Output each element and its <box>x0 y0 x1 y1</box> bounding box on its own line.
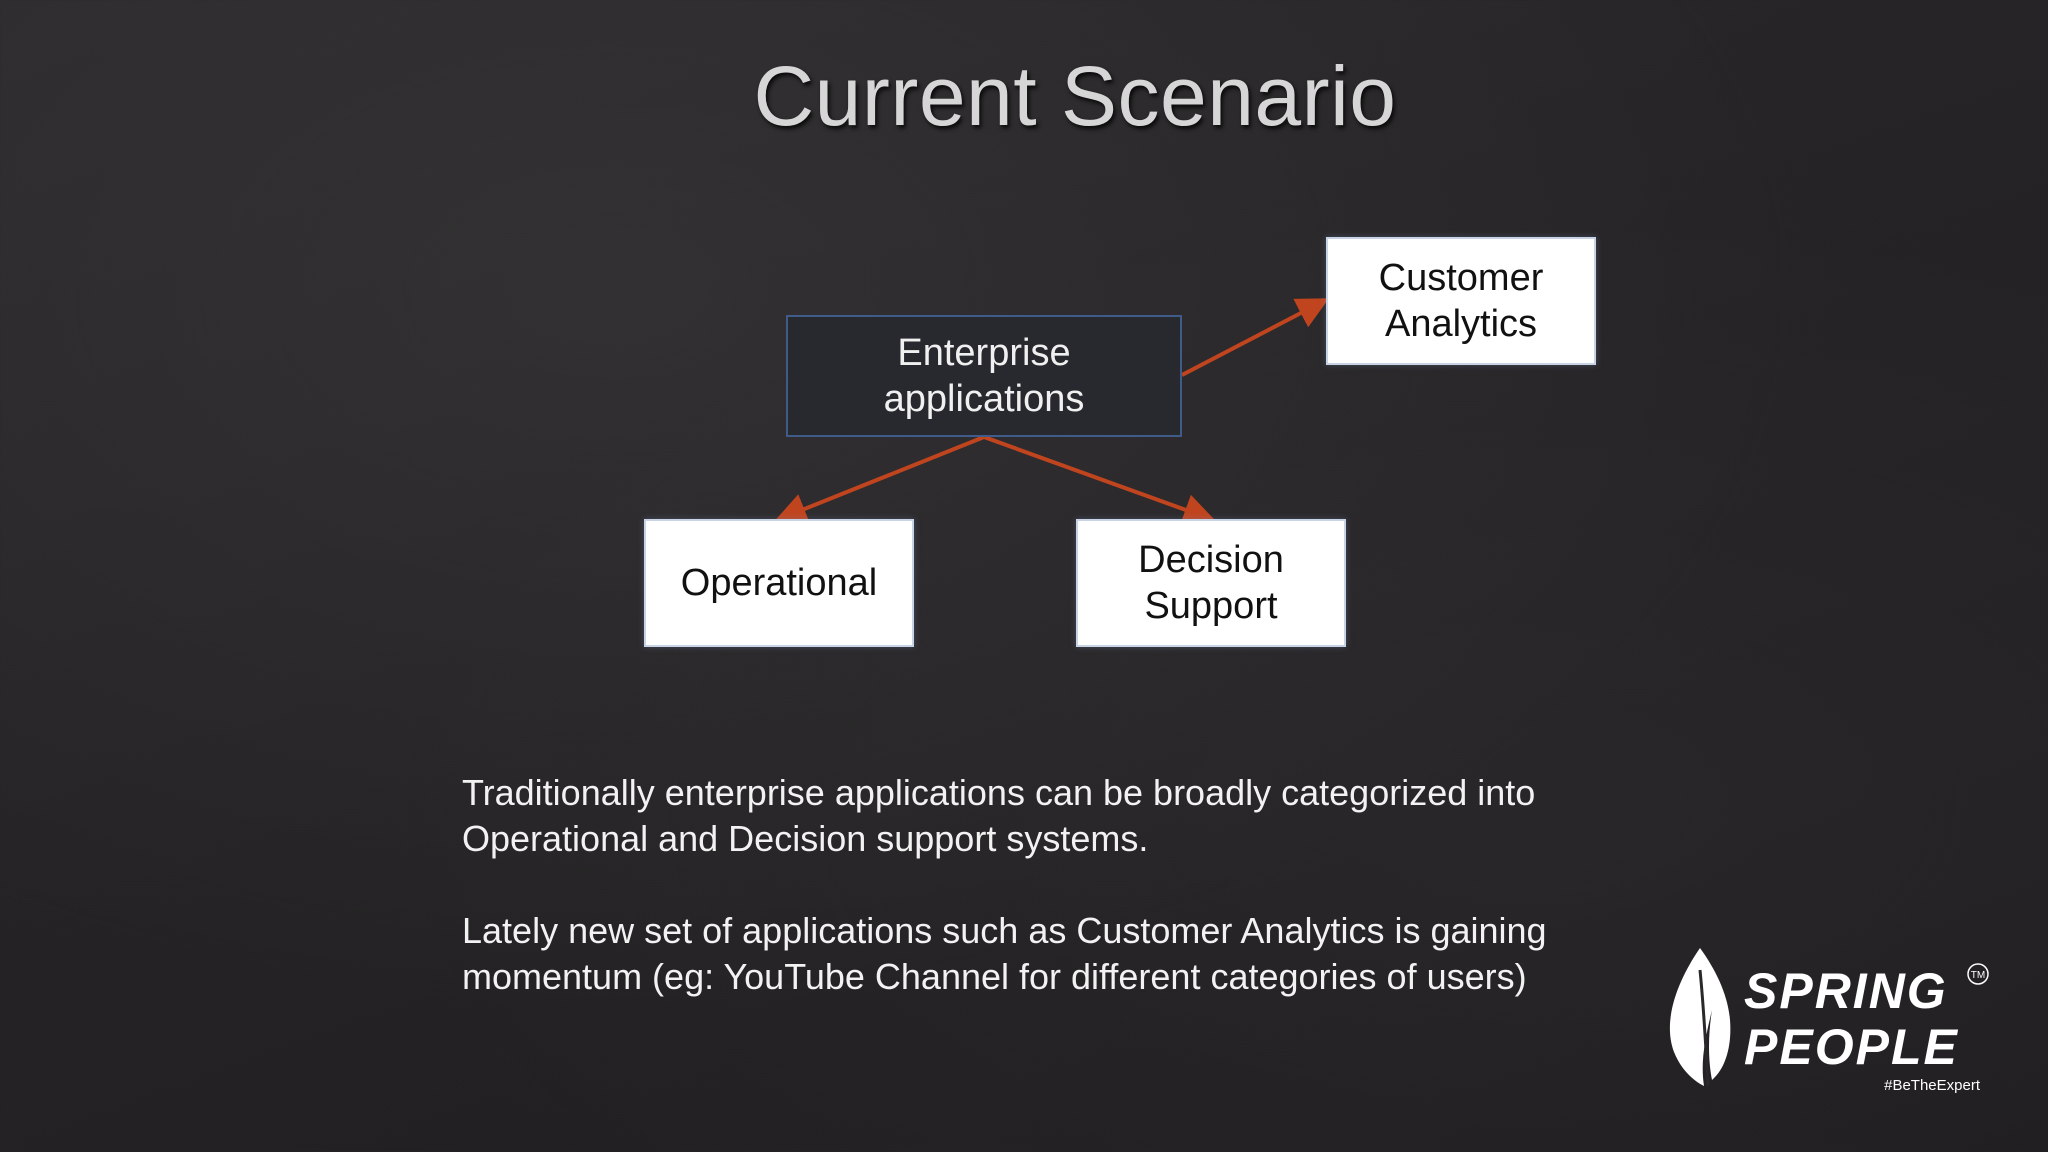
arrow-enterprise-to-decision-support <box>983 435 1216 525</box>
slide-title: Current Scenario <box>753 49 1397 143</box>
brand-tagline: #BeTheExpert <box>1884 1077 1981 1094</box>
node-operational: Operational <box>644 519 914 647</box>
node-enterprise-applications-label: Enterprise applications <box>883 332 1085 420</box>
body-paragraph-2: Lately new set of applications such as C… <box>462 910 1547 997</box>
spring-people-logo: SPRING PEOPLE TM #BeTheExpert <box>1669 948 1989 1094</box>
trademark-label: TM <box>1971 970 1985 981</box>
trademark-circle <box>1967 963 1989 985</box>
node-enterprise-applications: Enterprise applications <box>786 315 1182 437</box>
node-decision-support-label: Decision Support <box>1138 539 1284 627</box>
arrow-enterprise-to-operational <box>774 435 985 524</box>
brand-line-1: SPRING <box>1744 963 1948 1019</box>
leaf-icon <box>1669 948 1731 1087</box>
body-text: Traditionally enterprise applications ca… <box>462 770 1602 1046</box>
arrow-enterprise-to-customer-analytics <box>1181 298 1330 377</box>
brand-line-2: PEOPLE <box>1744 1019 1959 1075</box>
node-operational-label: Operational <box>680 562 878 604</box>
body-paragraph-1: Traditionally enterprise applications ca… <box>462 772 1536 859</box>
node-customer-analytics-label: Customer Analytics <box>1378 257 1544 345</box>
node-customer-analytics: Customer Analytics <box>1326 237 1596 365</box>
node-decision-support: Decision Support <box>1076 519 1346 647</box>
